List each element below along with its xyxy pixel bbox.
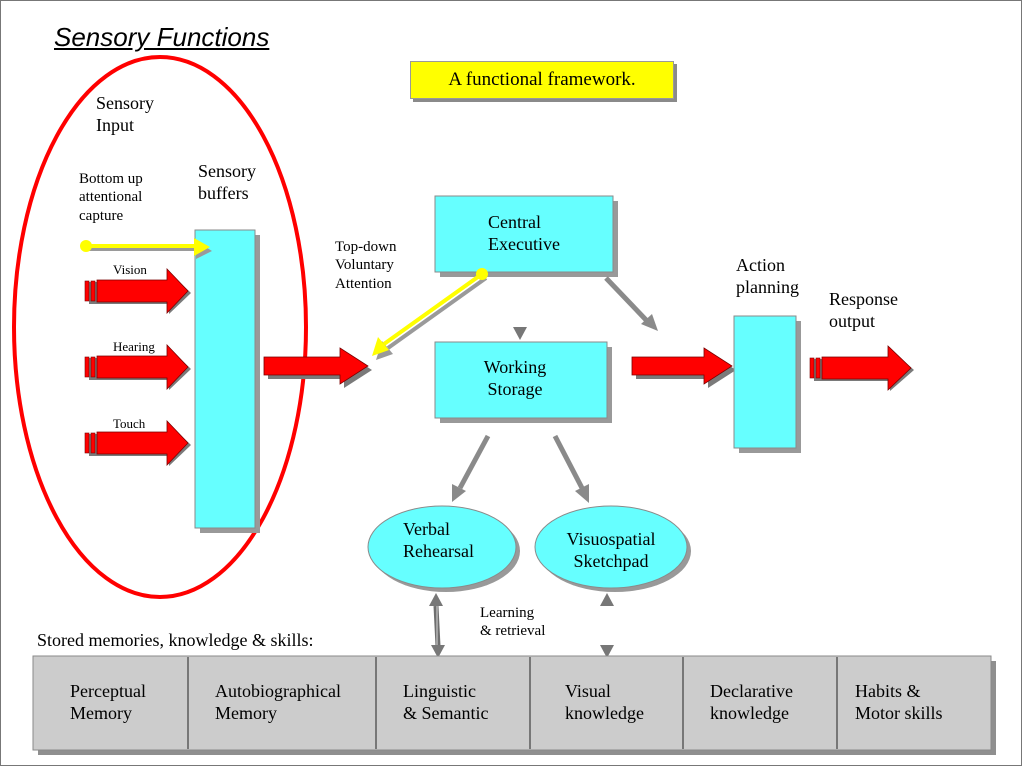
stored-memories-label: Stored memories, knowledge & skills: (37, 630, 314, 650)
action-planning-box (733, 315, 797, 449)
storage-to-verbal-arrow (452, 434, 491, 502)
storage-to-action-arrow (631, 347, 736, 388)
verbal-rehearsal-ellipse (367, 505, 517, 589)
vision-arrow (84, 268, 191, 314)
top-down-label: Top-down Voluntary Attention (335, 239, 397, 292)
working-storage-label: Working Storage (483, 357, 547, 399)
sensory-input-label: Sensory Input (96, 93, 154, 135)
central-executive-box (434, 195, 614, 273)
memory-cell-perceptual: Perceptual Memory (70, 681, 146, 723)
memory-cell-habits: Habits & Motor skills (855, 681, 943, 723)
touch-label: Touch (113, 416, 146, 431)
memory-cell-visual: Visual knowledge (565, 681, 644, 723)
visuospatial-memory-arrow (600, 593, 614, 658)
bottom-up-arrow (80, 238, 212, 259)
buffers-to-attention-arrow (263, 347, 372, 388)
top-down-arrow (372, 268, 488, 360)
memory-cell-linguistic: Linguistic & Semantic (403, 681, 489, 723)
learning-retrieval-label: Learning & retrieval (480, 605, 546, 640)
storage-to-visuospatial-arrow (552, 434, 589, 503)
subtitle-text: A functional framework. (448, 69, 636, 90)
slide-title: Sensory Functions (54, 22, 270, 52)
sensory-buffers-box (194, 229, 256, 529)
sensory-input-ellipse (12, 55, 308, 599)
subtitle-banner: A functional framework. (410, 61, 674, 99)
bottom-up-label: Bottom up attentional capture (79, 171, 143, 224)
executive-to-storage-arrow (513, 275, 527, 340)
visuospatial-label: Visuospatial Sketchpad (566, 529, 656, 571)
touch-arrow (84, 420, 191, 466)
verbal-memory-arrow (429, 593, 445, 658)
visuospatial-ellipse (534, 505, 688, 589)
memory-strip (32, 655, 992, 751)
memory-cell-autobiographical: Autobiographical Memory (215, 681, 341, 723)
sensory-buffers-label: Sensory buffers (198, 161, 256, 203)
hearing-arrow (84, 344, 191, 390)
vision-label: Vision (113, 262, 147, 277)
executive-to-action-arrow (604, 276, 658, 331)
response-output-label: Response output (829, 289, 898, 331)
verbal-rehearsal-label: Verbal Rehearsal (403, 519, 474, 561)
central-executive-label: Central Executive (488, 212, 560, 254)
working-storage-box (434, 341, 608, 419)
hearing-label: Hearing (113, 339, 155, 354)
response-output-arrow (809, 345, 914, 391)
action-planning-label: Action planning (736, 255, 799, 297)
memory-cell-declarative: Declarative knowledge (710, 681, 793, 723)
